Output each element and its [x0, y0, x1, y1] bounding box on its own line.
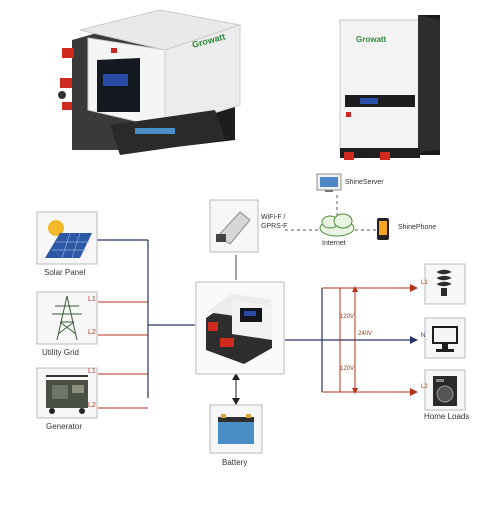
red-connectors: [58, 48, 74, 110]
center-inverter-frame: [195, 281, 285, 375]
internet-cloud-icon: [319, 213, 355, 237]
battery-label: Battery: [222, 458, 248, 467]
voltage-120-bottom: 120V: [340, 366, 355, 372]
inverter-photo-small: Growatt: [339, 15, 440, 160]
load-n-label: N: [421, 333, 426, 339]
shine-server-label: ShineServer: [345, 179, 384, 186]
wifi-module-label: WiFi-F / GPRS-F: [261, 214, 288, 230]
load-monitor-frame: [424, 317, 466, 359]
gen-l2-label: L2: [88, 402, 96, 409]
wifi-module-frame: [209, 199, 259, 253]
solar-panel-label: Solar Panel: [44, 268, 86, 277]
load-l1-label: L1: [421, 280, 428, 286]
home-loads-label: Home Loads: [424, 412, 470, 421]
voltage-240: 240V: [358, 331, 373, 337]
connection-lines: [95, 195, 418, 409]
grid-l1-label: L1: [88, 296, 96, 303]
gen-l1-label: L1: [88, 368, 96, 375]
brand-logo-small: Growatt: [356, 35, 387, 44]
load-washer-frame: [424, 369, 466, 411]
grid-l2-label: L2: [88, 329, 96, 336]
utility-grid-label: Utility Grid: [42, 348, 79, 357]
shine-phone-icon: [377, 218, 389, 240]
shine-server-icon: [316, 173, 342, 192]
utility-grid-frame: [36, 291, 98, 345]
generator-label: Generator: [46, 422, 83, 431]
internet-label: Internet: [322, 240, 346, 247]
generator-frame: [36, 367, 98, 419]
voltage-120-top: 120V: [340, 314, 355, 320]
inverter-photo-large: Growatt: [58, 9, 242, 155]
solar-panel-frame: [36, 211, 98, 265]
load-l2-label: L2: [421, 384, 428, 390]
load-bulb-frame: [424, 263, 466, 305]
shine-phone-label: ShinePhone: [398, 224, 437, 231]
battery-frame: [209, 404, 263, 454]
